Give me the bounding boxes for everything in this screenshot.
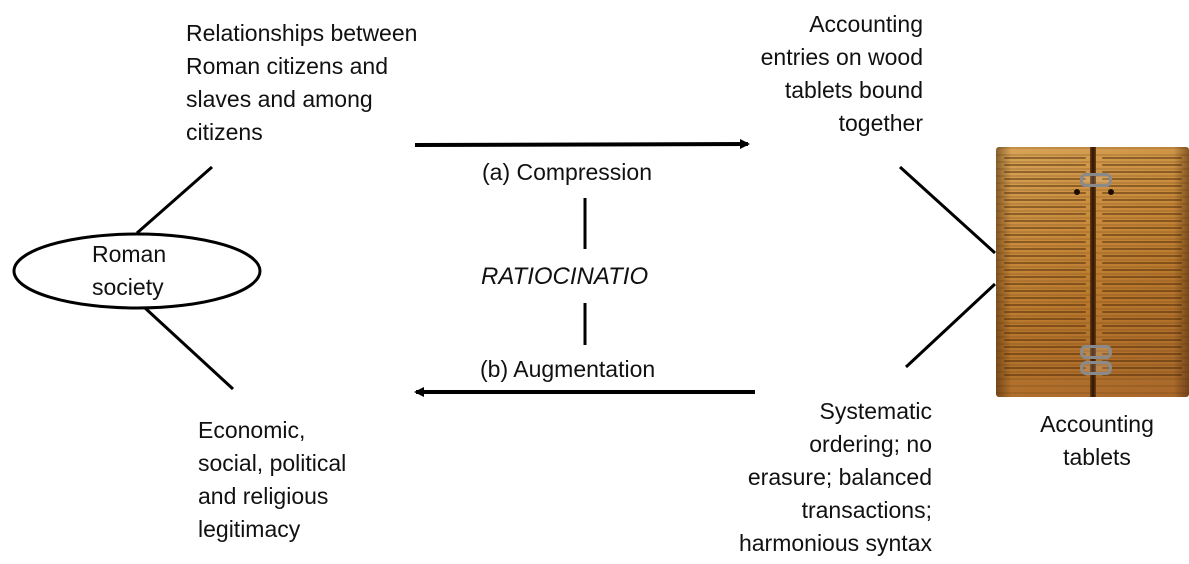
binding-ring-middle: [1080, 345, 1112, 359]
legitimacy-label: Economic, social, political and religiou…: [198, 417, 347, 542]
binding-hole: [1074, 189, 1080, 195]
link-society-to-relationships: [136, 165, 213, 235]
link-entries-to-tablets: [898, 165, 997, 255]
accounting-tablets-image: [996, 147, 1189, 397]
link-society-to-legitimacy: [143, 306, 235, 391]
binding-hole: [1108, 189, 1114, 195]
link-tablets-to-systematic: [904, 282, 997, 369]
tablet-right-page: [1102, 157, 1182, 389]
compression-label: (a) Compression: [482, 159, 652, 185]
accounting-tablets-caption: Accounting tablets: [1040, 411, 1154, 470]
ratiocinatio-label: RATIOCINATIO: [481, 263, 649, 290]
systematic-ordering-label: Systematic ordering; no erasure; balance…: [738, 398, 932, 556]
binding-ring-top: [1080, 173, 1112, 187]
compression-arrow: [414, 139, 750, 150]
roman-society-ellipse: [12, 232, 262, 310]
augmentation-label: (b) Augmentation: [480, 356, 656, 382]
binding-ring-bottom: [1080, 361, 1112, 375]
roman-society-label: Roman society: [92, 241, 167, 300]
tablet-spine: [1090, 147, 1096, 397]
accounting-entries-label: Accounting entries on wood tablets bound…: [760, 11, 923, 136]
relationships-label: Relationships between Roman citizens and…: [186, 20, 418, 145]
tablet-left-page: [1004, 157, 1086, 389]
